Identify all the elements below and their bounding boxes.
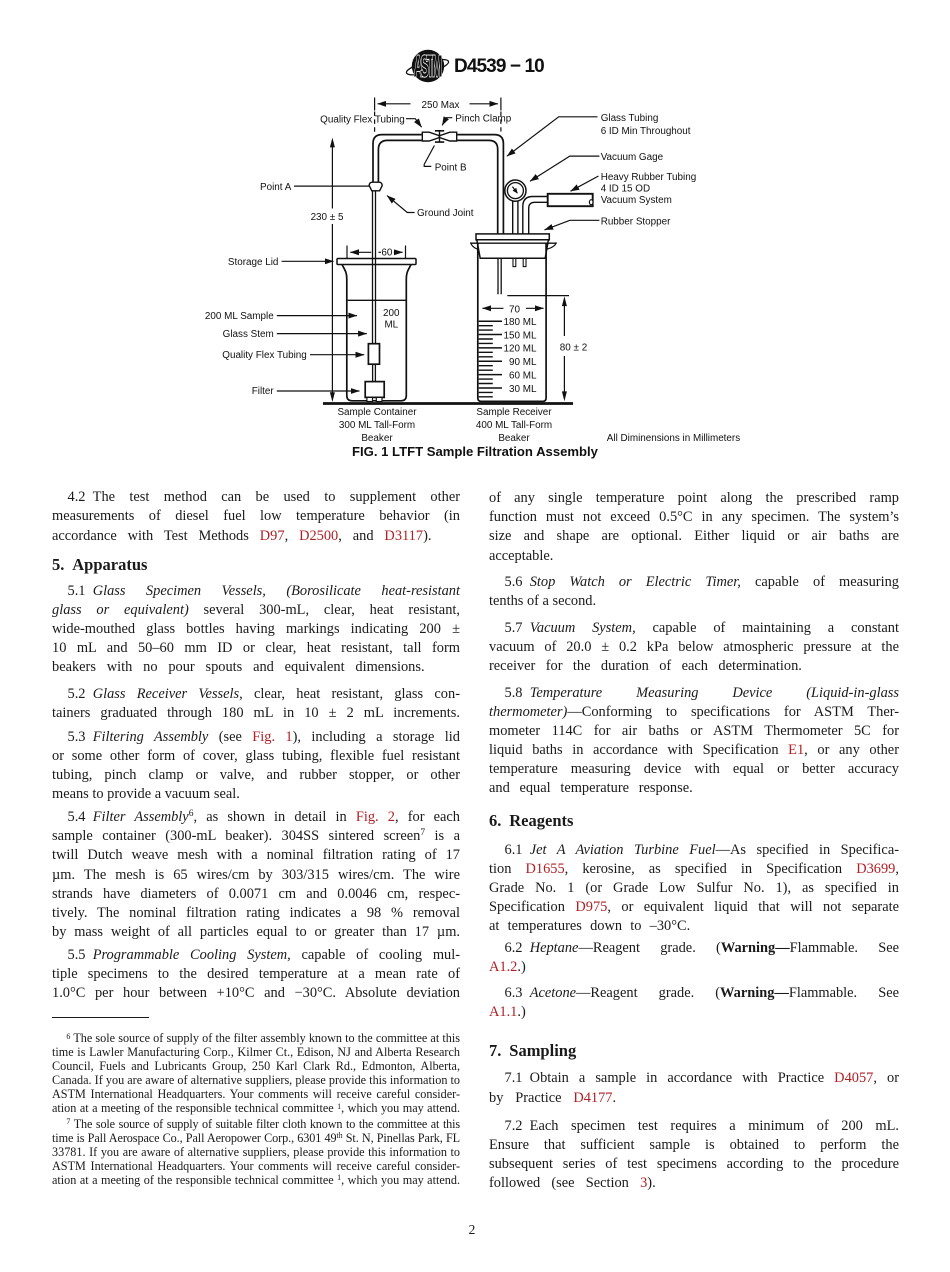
svg-text:180 ML: 180 ML	[504, 317, 537, 328]
svg-text:Sample Container: Sample Container	[337, 407, 417, 418]
svg-text:Glass Stem: Glass Stem	[223, 329, 274, 340]
svg-text:250 Max: 250 Max	[422, 100, 460, 111]
svg-text:300 ML Tall-Form: 300 ML Tall-Form	[339, 420, 415, 431]
svg-text:Quality Flex Tubing: Quality Flex Tubing	[320, 114, 405, 125]
svg-text:Point A: Point A	[260, 182, 292, 193]
svg-text:4 ID 15 OD: 4 ID 15 OD	[601, 184, 650, 195]
svg-text:ASTM: ASTM	[414, 49, 443, 83]
svg-text:60: 60	[381, 248, 392, 259]
svg-text:ML: ML	[384, 320, 398, 331]
svg-text:Ground Joint: Ground Joint	[417, 208, 474, 219]
svg-text:Beaker: Beaker	[361, 433, 393, 444]
svg-text:Vacuum Gage: Vacuum Gage	[601, 152, 664, 163]
svg-text:90 ML: 90 ML	[509, 357, 537, 368]
svg-text:Storage Lid: Storage Lid	[228, 257, 279, 268]
svg-text:Filter: Filter	[252, 386, 275, 397]
svg-text:30 ML: 30 ML	[509, 384, 537, 395]
svg-text:Beaker: Beaker	[498, 433, 530, 444]
svg-text:6 ID Min Throughout: 6 ID Min Throughout	[601, 126, 691, 137]
svg-text:80 ± 2: 80 ± 2	[560, 342, 587, 353]
svg-text:150 ML: 150 ML	[504, 330, 537, 341]
svg-text:Rubber Stopper: Rubber Stopper	[601, 216, 671, 227]
svg-text:All Diminensions in Millimeter: All Diminensions in Millimeters	[607, 433, 740, 444]
svg-text:200: 200	[383, 308, 400, 319]
svg-text:Pinch Clamp: Pinch Clamp	[455, 114, 511, 125]
svg-text:400 ML Tall-Form: 400 ML Tall-Form	[476, 420, 552, 431]
svg-text:230 ± 5: 230 ± 5	[311, 212, 344, 223]
svg-text:Sample Receiver: Sample Receiver	[476, 407, 552, 418]
svg-text:60 ML: 60 ML	[509, 370, 537, 381]
svg-text:Vacuum System: Vacuum System	[601, 195, 672, 206]
svg-text:Glass Tubing: Glass Tubing	[601, 113, 659, 124]
svg-text:Heavy Rubber Tubing: Heavy Rubber Tubing	[601, 172, 697, 183]
svg-text:Point B: Point B	[435, 162, 467, 173]
svg-text:120 ML: 120 ML	[504, 344, 537, 355]
svg-text:70: 70	[509, 304, 520, 315]
svg-text:200 ML Sample: 200 ML Sample	[205, 311, 274, 322]
svg-text:Quality Flex Tubing: Quality Flex Tubing	[222, 350, 307, 361]
